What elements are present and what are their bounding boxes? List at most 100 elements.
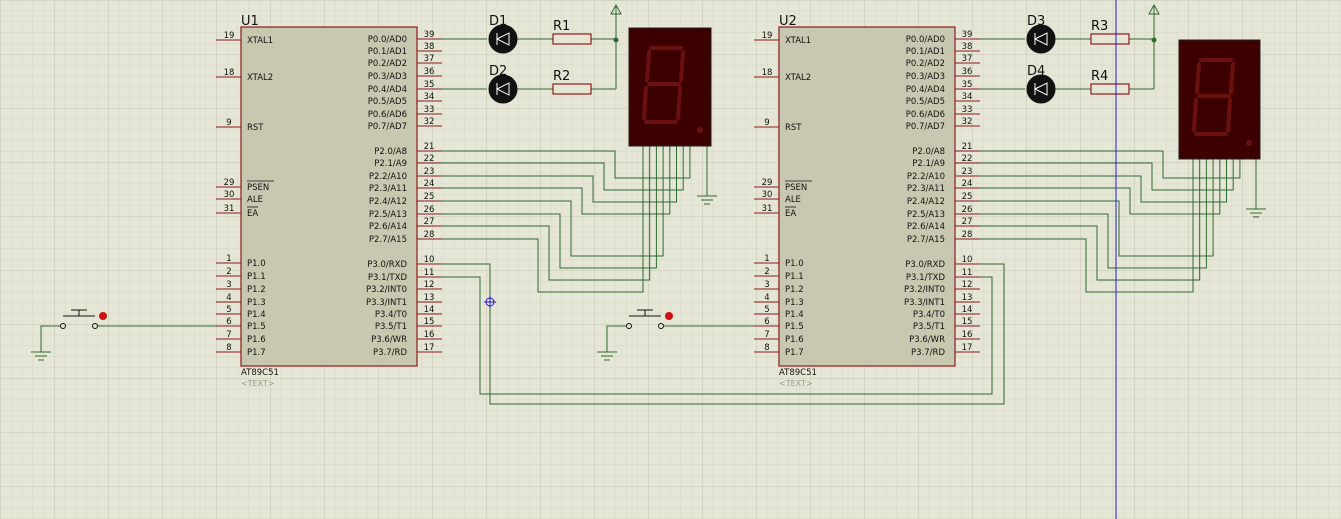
pin-label: XTAL1 — [785, 36, 811, 46]
pin-label: P3.1/TXD — [906, 273, 946, 283]
pin-number: 11 — [424, 268, 435, 278]
diode-arrow-icon — [1033, 32, 1048, 46]
chip-body[interactable] — [240, 26, 418, 367]
pin-number: 35 — [962, 80, 973, 90]
p2-bus-wire — [980, 159, 1194, 293]
pin-label: PSEN — [785, 183, 807, 193]
resistor-body[interactable] — [1090, 83, 1130, 95]
pin-number: 23 — [424, 167, 435, 177]
pin-label: XTAL2 — [785, 73, 811, 83]
pin-label: P2.2/A10 — [369, 172, 407, 182]
pin-number: 7 — [226, 330, 231, 340]
p2-bus-wire — [442, 146, 671, 215]
pushbutton-icon[interactable] — [63, 309, 95, 317]
resistor-body[interactable] — [552, 33, 592, 45]
diode-body[interactable] — [1026, 74, 1056, 104]
pin-number: 12 — [424, 280, 435, 290]
pin-label: P1.3 — [247, 298, 266, 308]
pin-number: 22 — [424, 154, 435, 164]
pin-number: 3 — [226, 280, 231, 290]
pin-label: P0.1/AD1 — [368, 47, 407, 57]
diode-body[interactable] — [1026, 24, 1056, 54]
pin-label: P0.2/AD2 — [368, 59, 407, 69]
pin-number: 17 — [424, 343, 435, 353]
pin-label: P1.0 — [247, 259, 266, 269]
pin-label: P0.7/AD7 — [906, 122, 945, 132]
pin-label: P2.3/A11 — [369, 184, 407, 194]
pin-label: P2.7/A15 — [907, 235, 945, 245]
pin-number: 10 — [962, 255, 973, 265]
digit-segments-icon — [1192, 58, 1235, 136]
pin-number: 28 — [962, 230, 973, 240]
pin-number: 13 — [962, 293, 973, 303]
pin-number: 1 — [764, 254, 769, 264]
pin-label: P0.3/AD3 — [368, 72, 407, 82]
diode-body[interactable] — [488, 74, 518, 104]
diode-label: D3 — [1027, 14, 1045, 29]
pin-label: P1.2 — [247, 285, 266, 295]
chip-body[interactable] — [778, 26, 956, 367]
pin-label: P1.5 — [785, 322, 804, 332]
resistor-body[interactable] — [1090, 33, 1130, 45]
diode-body[interactable] — [488, 24, 518, 54]
button-contact — [626, 323, 632, 329]
pin-number: 4 — [764, 293, 769, 303]
pin-label: RST — [247, 123, 264, 133]
chip-text-placeholder: <TEXT> — [241, 379, 275, 388]
pin-label: P3.3/INT1 — [904, 298, 945, 308]
pin-label: P3.4/T0 — [375, 310, 407, 320]
pin-label: P0.7/AD7 — [368, 122, 407, 132]
p2-bus-wire — [980, 159, 1207, 269]
pin-label: P1.5 — [247, 322, 266, 332]
pin-number: 24 — [962, 179, 973, 189]
pin-number: 24 — [424, 179, 435, 189]
p2-bus-wire — [442, 146, 664, 257]
diode-arrow-icon — [495, 32, 510, 46]
pin-number: 26 — [424, 205, 435, 215]
pin-number: 37 — [424, 54, 435, 64]
pin-number: 12 — [962, 280, 973, 290]
button-state-indicator — [99, 312, 107, 320]
pin-label: P3.0/RXD — [367, 260, 407, 270]
pin-number: 18 — [224, 68, 235, 78]
resistor-body[interactable] — [552, 83, 592, 95]
pin-number: 35 — [424, 80, 435, 90]
pin-label: P0.0/AD0 — [368, 35, 407, 45]
diode-arrow-icon — [495, 82, 510, 96]
pin-label: P0.1/AD1 — [906, 47, 945, 57]
p2-bus-wire — [980, 150, 1241, 179]
resistor-label: R3 — [1091, 19, 1108, 34]
pin-label: P2.7/A15 — [369, 235, 407, 245]
pin-label: P1.3 — [785, 298, 804, 308]
pin-number: 19 — [762, 31, 773, 41]
pin-label: EA — [247, 209, 258, 219]
pin-number: 1 — [226, 254, 231, 264]
pin-number: 33 — [424, 105, 435, 115]
pin-label: P1.6 — [247, 335, 266, 345]
pin-label: EA — [785, 209, 796, 219]
p2-bus-wire — [442, 146, 684, 191]
pin-label: P2.0/A8 — [912, 147, 945, 157]
pushbutton-icon[interactable] — [629, 309, 661, 317]
pin-number: 4 — [226, 293, 231, 303]
pin-number: 14 — [962, 305, 973, 315]
pin-number: 31 — [224, 204, 235, 214]
pin-label: P1.6 — [785, 335, 804, 345]
resistor-label: R4 — [1091, 69, 1108, 84]
chip-part-name: AT89C51 — [241, 368, 279, 378]
pin-number: 3 — [764, 280, 769, 290]
pin-number: 37 — [962, 54, 973, 64]
pin-label: XTAL1 — [247, 36, 273, 46]
button-contact — [92, 323, 98, 329]
ground-icon — [1246, 208, 1266, 218]
p2-bus-wire — [442, 146, 651, 281]
pin-label: P3.1/TXD — [368, 273, 408, 283]
pin-number: 30 — [224, 190, 235, 200]
pin-number: 9 — [764, 118, 769, 128]
pin-label: P3.3/INT1 — [366, 298, 407, 308]
pin-label: P0.0/AD0 — [906, 35, 945, 45]
pin-label: RST — [785, 123, 802, 133]
